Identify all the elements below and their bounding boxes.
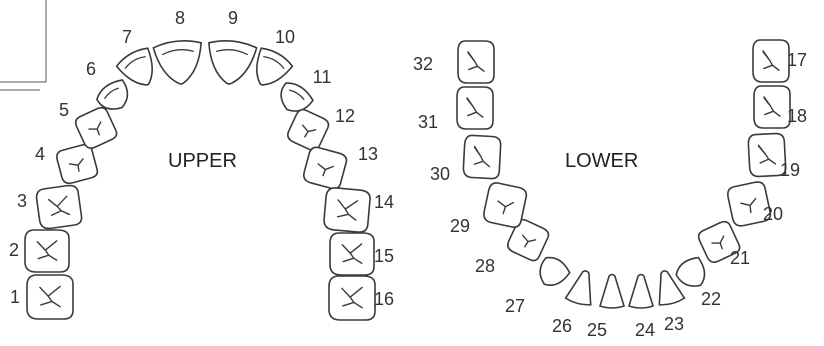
lower-tooth-31 bbox=[456, 86, 494, 130]
upper-tooth-number: 6 bbox=[86, 59, 96, 79]
lower-tooth-number: 31 bbox=[418, 112, 438, 132]
upper-tooth-number: 16 bbox=[374, 289, 394, 309]
upper-tooth-8 bbox=[152, 40, 202, 85]
lower-tooth-number: 20 bbox=[763, 204, 783, 224]
upper-tooth-9 bbox=[208, 40, 258, 85]
upper-tooth-number: 8 bbox=[175, 8, 185, 28]
lower-arch-label: LOWER bbox=[565, 150, 638, 172]
lower-tooth-20 bbox=[727, 181, 772, 227]
lower-tooth-number: 18 bbox=[787, 106, 807, 126]
upper-tooth-number: 10 bbox=[275, 27, 295, 47]
lower-tooth-number: 21 bbox=[730, 248, 750, 268]
upper-tooth-number: 11 bbox=[313, 67, 332, 87]
lower-tooth-number: 22 bbox=[701, 289, 721, 309]
lower-tooth-number: 28 bbox=[475, 256, 495, 276]
lower-tooth-number: 27 bbox=[505, 296, 525, 316]
upper-tooth-number: 15 bbox=[374, 246, 394, 266]
upper-tooth-number: 3 bbox=[17, 191, 27, 211]
lower-tooth-24 bbox=[628, 273, 654, 309]
lower-tooth-27 bbox=[539, 256, 571, 286]
upper-tooth-4 bbox=[56, 143, 99, 185]
upper-tooth-5 bbox=[74, 106, 118, 149]
lower-tooth-number: 25 bbox=[587, 320, 607, 340]
lower-tooth-number: 26 bbox=[552, 316, 572, 336]
lower-tooth-number: 23 bbox=[664, 314, 684, 334]
upper-tooth-number: 9 bbox=[228, 8, 238, 28]
lower-tooth-29 bbox=[483, 182, 528, 228]
lower-tooth-17 bbox=[752, 39, 790, 83]
upper-tooth-number: 14 bbox=[374, 192, 394, 212]
upper-tooth-13 bbox=[303, 146, 348, 190]
corner-frame bbox=[0, 0, 47, 83]
upper-tooth-number: 13 bbox=[358, 144, 378, 164]
upper-tooth-number: 1 bbox=[10, 287, 20, 307]
upper-arch-label: UPPER bbox=[168, 150, 237, 172]
upper-tooth-number: 4 bbox=[35, 144, 45, 164]
upper-tooth-12 bbox=[287, 108, 330, 152]
upper-tooth-15 bbox=[329, 232, 375, 276]
lower-tooth-number: 19 bbox=[780, 160, 800, 180]
lower-tooth-25 bbox=[599, 273, 625, 309]
lower-tooth-23 bbox=[658, 270, 686, 306]
lower-tooth-number: 29 bbox=[450, 216, 470, 236]
lower-tooth-30 bbox=[462, 134, 502, 180]
lower-tooth-26 bbox=[564, 270, 592, 306]
lower-tooth-number: 30 bbox=[430, 164, 450, 184]
upper-tooth-14 bbox=[323, 187, 371, 233]
upper-tooth-10 bbox=[256, 47, 294, 86]
upper-tooth-number: 5 bbox=[59, 100, 69, 120]
lower-tooth-18 bbox=[753, 85, 791, 129]
upper-tooth-3 bbox=[35, 184, 83, 230]
upper-tooth-number: 7 bbox=[122, 27, 132, 47]
lower-tooth-19 bbox=[747, 132, 787, 178]
lower-tooth-number: 17 bbox=[787, 50, 807, 70]
lower-tooth-21 bbox=[697, 220, 741, 263]
lower-tooth-number: 24 bbox=[635, 320, 655, 340]
upper-tooth-7 bbox=[115, 47, 153, 86]
lower-tooth-22 bbox=[675, 256, 706, 287]
upper-tooth-6 bbox=[96, 79, 129, 110]
lower-tooth-number: 32 bbox=[413, 54, 433, 74]
upper-tooth-2 bbox=[24, 229, 70, 273]
upper-tooth-number: 12 bbox=[335, 106, 355, 126]
upper-tooth-1 bbox=[26, 274, 74, 320]
lower-tooth-32 bbox=[457, 40, 495, 84]
upper-tooth-16 bbox=[328, 275, 376, 321]
upper-tooth-number: 2 bbox=[9, 240, 19, 260]
